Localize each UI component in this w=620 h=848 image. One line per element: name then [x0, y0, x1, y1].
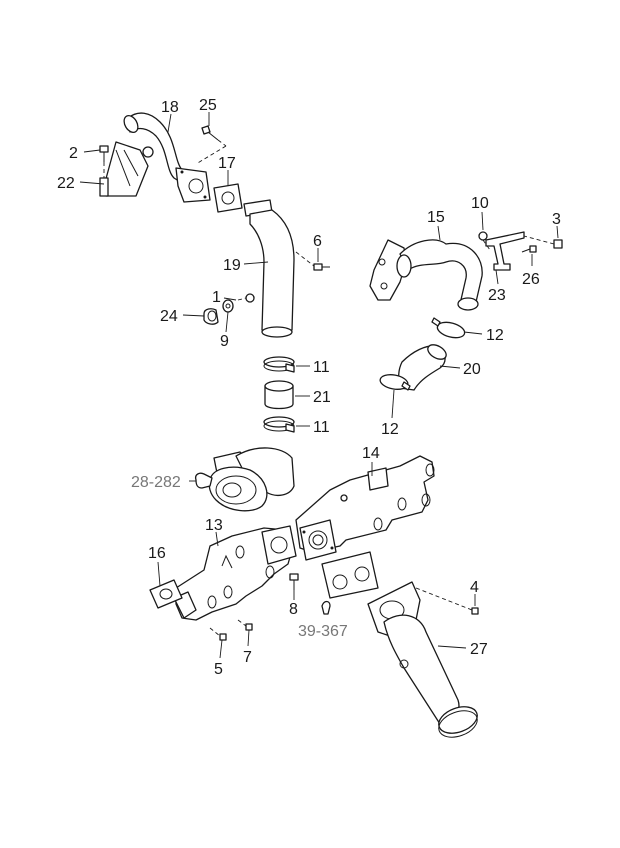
- callout-22: 22: [57, 175, 75, 192]
- callout-1: 1: [212, 289, 221, 306]
- part-15-intercooler-pipe: [369, 239, 483, 311]
- callout-2: 2: [69, 145, 78, 162]
- part-6-bolt: [295, 251, 330, 271]
- callout-15: 15: [427, 209, 445, 226]
- callout-4: 4: [470, 579, 479, 596]
- part-5-bolt: [209, 627, 227, 641]
- reference-gasket: 39-367: [298, 623, 348, 640]
- part-22-bracket: [99, 141, 154, 197]
- callout-labels: 1 2 3 4 5 6 7 8 9 10 11 21 11 12 12 13 1…: [57, 97, 561, 678]
- callout-26: 26: [522, 271, 540, 288]
- callout-9: 9: [220, 333, 229, 350]
- part-26-bolt: [521, 245, 537, 253]
- callout-17: 17: [218, 155, 236, 172]
- part-12-upper-clamp: [431, 317, 466, 339]
- callout-11-lower: 11: [313, 419, 330, 436]
- callout-23: 23: [488, 287, 506, 304]
- part-7-bolt: [237, 619, 253, 631]
- part-18-upper-pipe: [123, 112, 211, 203]
- callout-13: 13: [205, 517, 223, 534]
- callout-8: 8: [289, 601, 298, 618]
- callout-19: 19: [223, 257, 241, 274]
- part-17-gasket: [213, 183, 243, 213]
- exhaust-gasket: [321, 551, 379, 615]
- part-1-nut: [237, 293, 255, 303]
- callout-24: 24: [160, 308, 178, 325]
- callout-10: 10: [471, 195, 489, 212]
- part-27-exhaust-elbow: [367, 581, 478, 738]
- part-12-lower-clamp: [379, 374, 411, 391]
- leader-lines: [79, 112, 559, 659]
- callout-21: 21: [313, 389, 331, 406]
- part-4-bolt: [415, 587, 479, 615]
- part-25-bolt: [195, 125, 227, 165]
- part-8-bolt: [289, 573, 299, 590]
- part-19-elbow-pipe: [243, 199, 295, 338]
- part-13-exhaust-manifold-front: [173, 525, 297, 621]
- part-16-gasket: [149, 579, 183, 609]
- callout-3: 3: [552, 211, 561, 228]
- callout-6: 6: [313, 233, 322, 250]
- part-23-bracket: [485, 231, 525, 271]
- callout-16: 16: [148, 545, 166, 562]
- callout-12-upper: 12: [486, 327, 504, 344]
- part-24-cap: [203, 308, 219, 325]
- callout-7: 7: [243, 649, 252, 666]
- turbocharger: [194, 447, 295, 512]
- callout-12-lower: 12: [381, 421, 399, 438]
- callout-5: 5: [214, 661, 223, 678]
- callout-11-upper: 11: [313, 359, 330, 376]
- part-11-upper-clamp: [263, 356, 295, 373]
- part-21-hose: [264, 380, 294, 410]
- part-9-washer: [222, 299, 234, 313]
- callout-25: 25: [199, 97, 217, 114]
- reference-turbo: 28-282: [131, 474, 181, 491]
- callout-18: 18: [161, 99, 179, 116]
- part-11-lower-clamp: [263, 416, 295, 433]
- part-2-bolt: [99, 145, 109, 178]
- callout-27: 27: [470, 641, 488, 658]
- callout-14: 14: [362, 445, 380, 462]
- callout-20: 20: [463, 361, 481, 378]
- part-14-exhaust-manifold-rear: [295, 455, 435, 561]
- part-10-nut: [478, 231, 491, 251]
- part-3-bolt: [523, 235, 563, 249]
